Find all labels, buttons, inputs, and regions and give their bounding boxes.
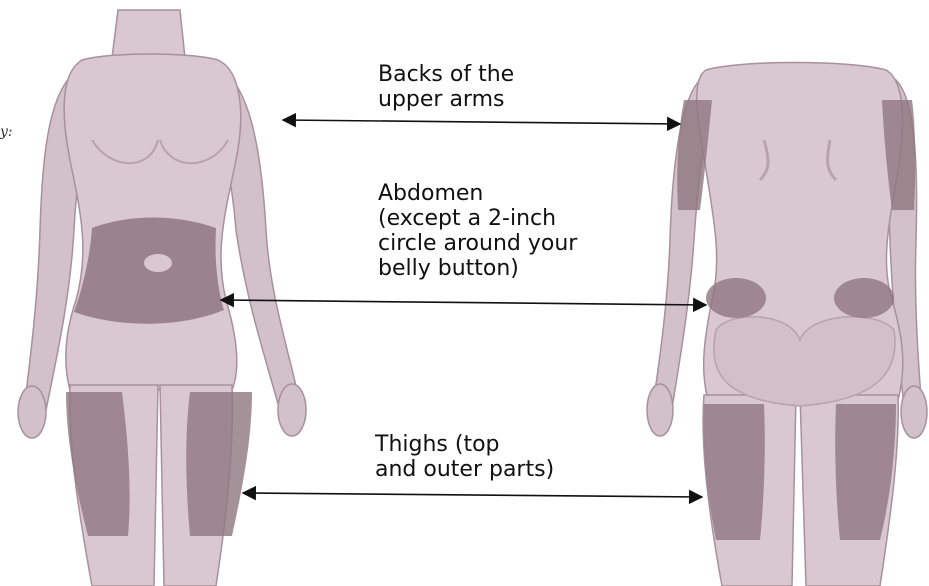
cropped-text-fragment: y: [0, 124, 13, 140]
thighs-label: Thighs (top and outer parts) [375, 432, 554, 482]
abdomen-label: Abdomen (except a 2-inch circle around y… [378, 181, 577, 281]
upper-arms-arrow [283, 120, 680, 124]
belly-button-circle [144, 254, 172, 272]
back-right-flank-zone [834, 278, 894, 318]
back-left-flank-zone [706, 278, 766, 318]
back-left-thigh-zone [704, 404, 765, 540]
front-left-thigh-zone [66, 392, 130, 536]
abdomen-zone [74, 218, 224, 324]
abdomen-arrow [221, 300, 706, 305]
front-right-thigh-zone [186, 392, 252, 536]
upper-arms-label: Backs of the upper arms [378, 62, 514, 112]
thighs-arrow [243, 493, 702, 497]
